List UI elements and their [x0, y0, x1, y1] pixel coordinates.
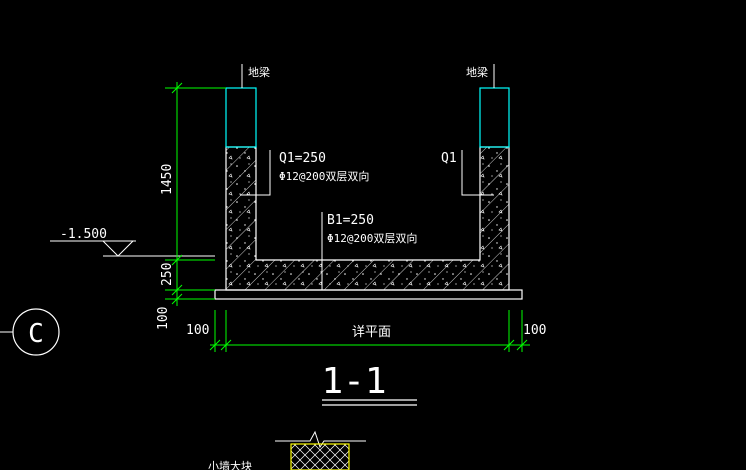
grid-bubble: C [0, 308, 60, 356]
concrete-section [214, 87, 523, 300]
wall-right-label: Q1 [441, 151, 457, 166]
wall-left-label: Q1=250 [279, 151, 326, 166]
beam-right [479, 87, 510, 148]
bottom-left-note: 小墙大块 [208, 459, 252, 470]
section-title: 1-1 [321, 361, 386, 402]
dim-base-height: 250 [160, 263, 175, 286]
dim-width-label: 详平面 [352, 325, 391, 340]
base-label: B1=250 [327, 213, 374, 228]
dim-wall-height: 1450 [160, 164, 175, 195]
member-annotations: Q1=250 Φ12@200双层双向 Q1 B1=250 Φ12@200双层双向 [240, 150, 494, 290]
grid-label: C [28, 319, 44, 349]
beam-left-label: 地梁 [248, 65, 270, 79]
dim-cushion-height: 100 [156, 307, 171, 330]
base-rebar: Φ12@200双层双向 [327, 231, 417, 245]
vertical-dimension-text: 1450 250 100 [156, 164, 175, 330]
beam-labels: 地梁 地梁 [241, 64, 495, 88]
wall-left-rebar: Φ12@200双层双向 [279, 169, 369, 183]
cushion-layer [214, 289, 523, 300]
level-mark: -1.500 [50, 227, 215, 257]
beam-right-label: 地梁 [466, 65, 488, 79]
bottom-detail: 小墙大块 [208, 430, 366, 470]
horizontal-dimensions [209, 310, 530, 352]
vertical-dimensions [165, 82, 226, 306]
horizontal-dimension-text: 100 详平面 100 [186, 323, 546, 340]
wall-and-base-speckle [226, 147, 509, 290]
dim-right-offset: 100 [523, 323, 546, 338]
beam-left [225, 87, 257, 148]
section-title-group: 1-1 [321, 361, 417, 406]
dim-left-offset: 100 [186, 323, 209, 338]
level-value: -1.500 [60, 227, 107, 242]
